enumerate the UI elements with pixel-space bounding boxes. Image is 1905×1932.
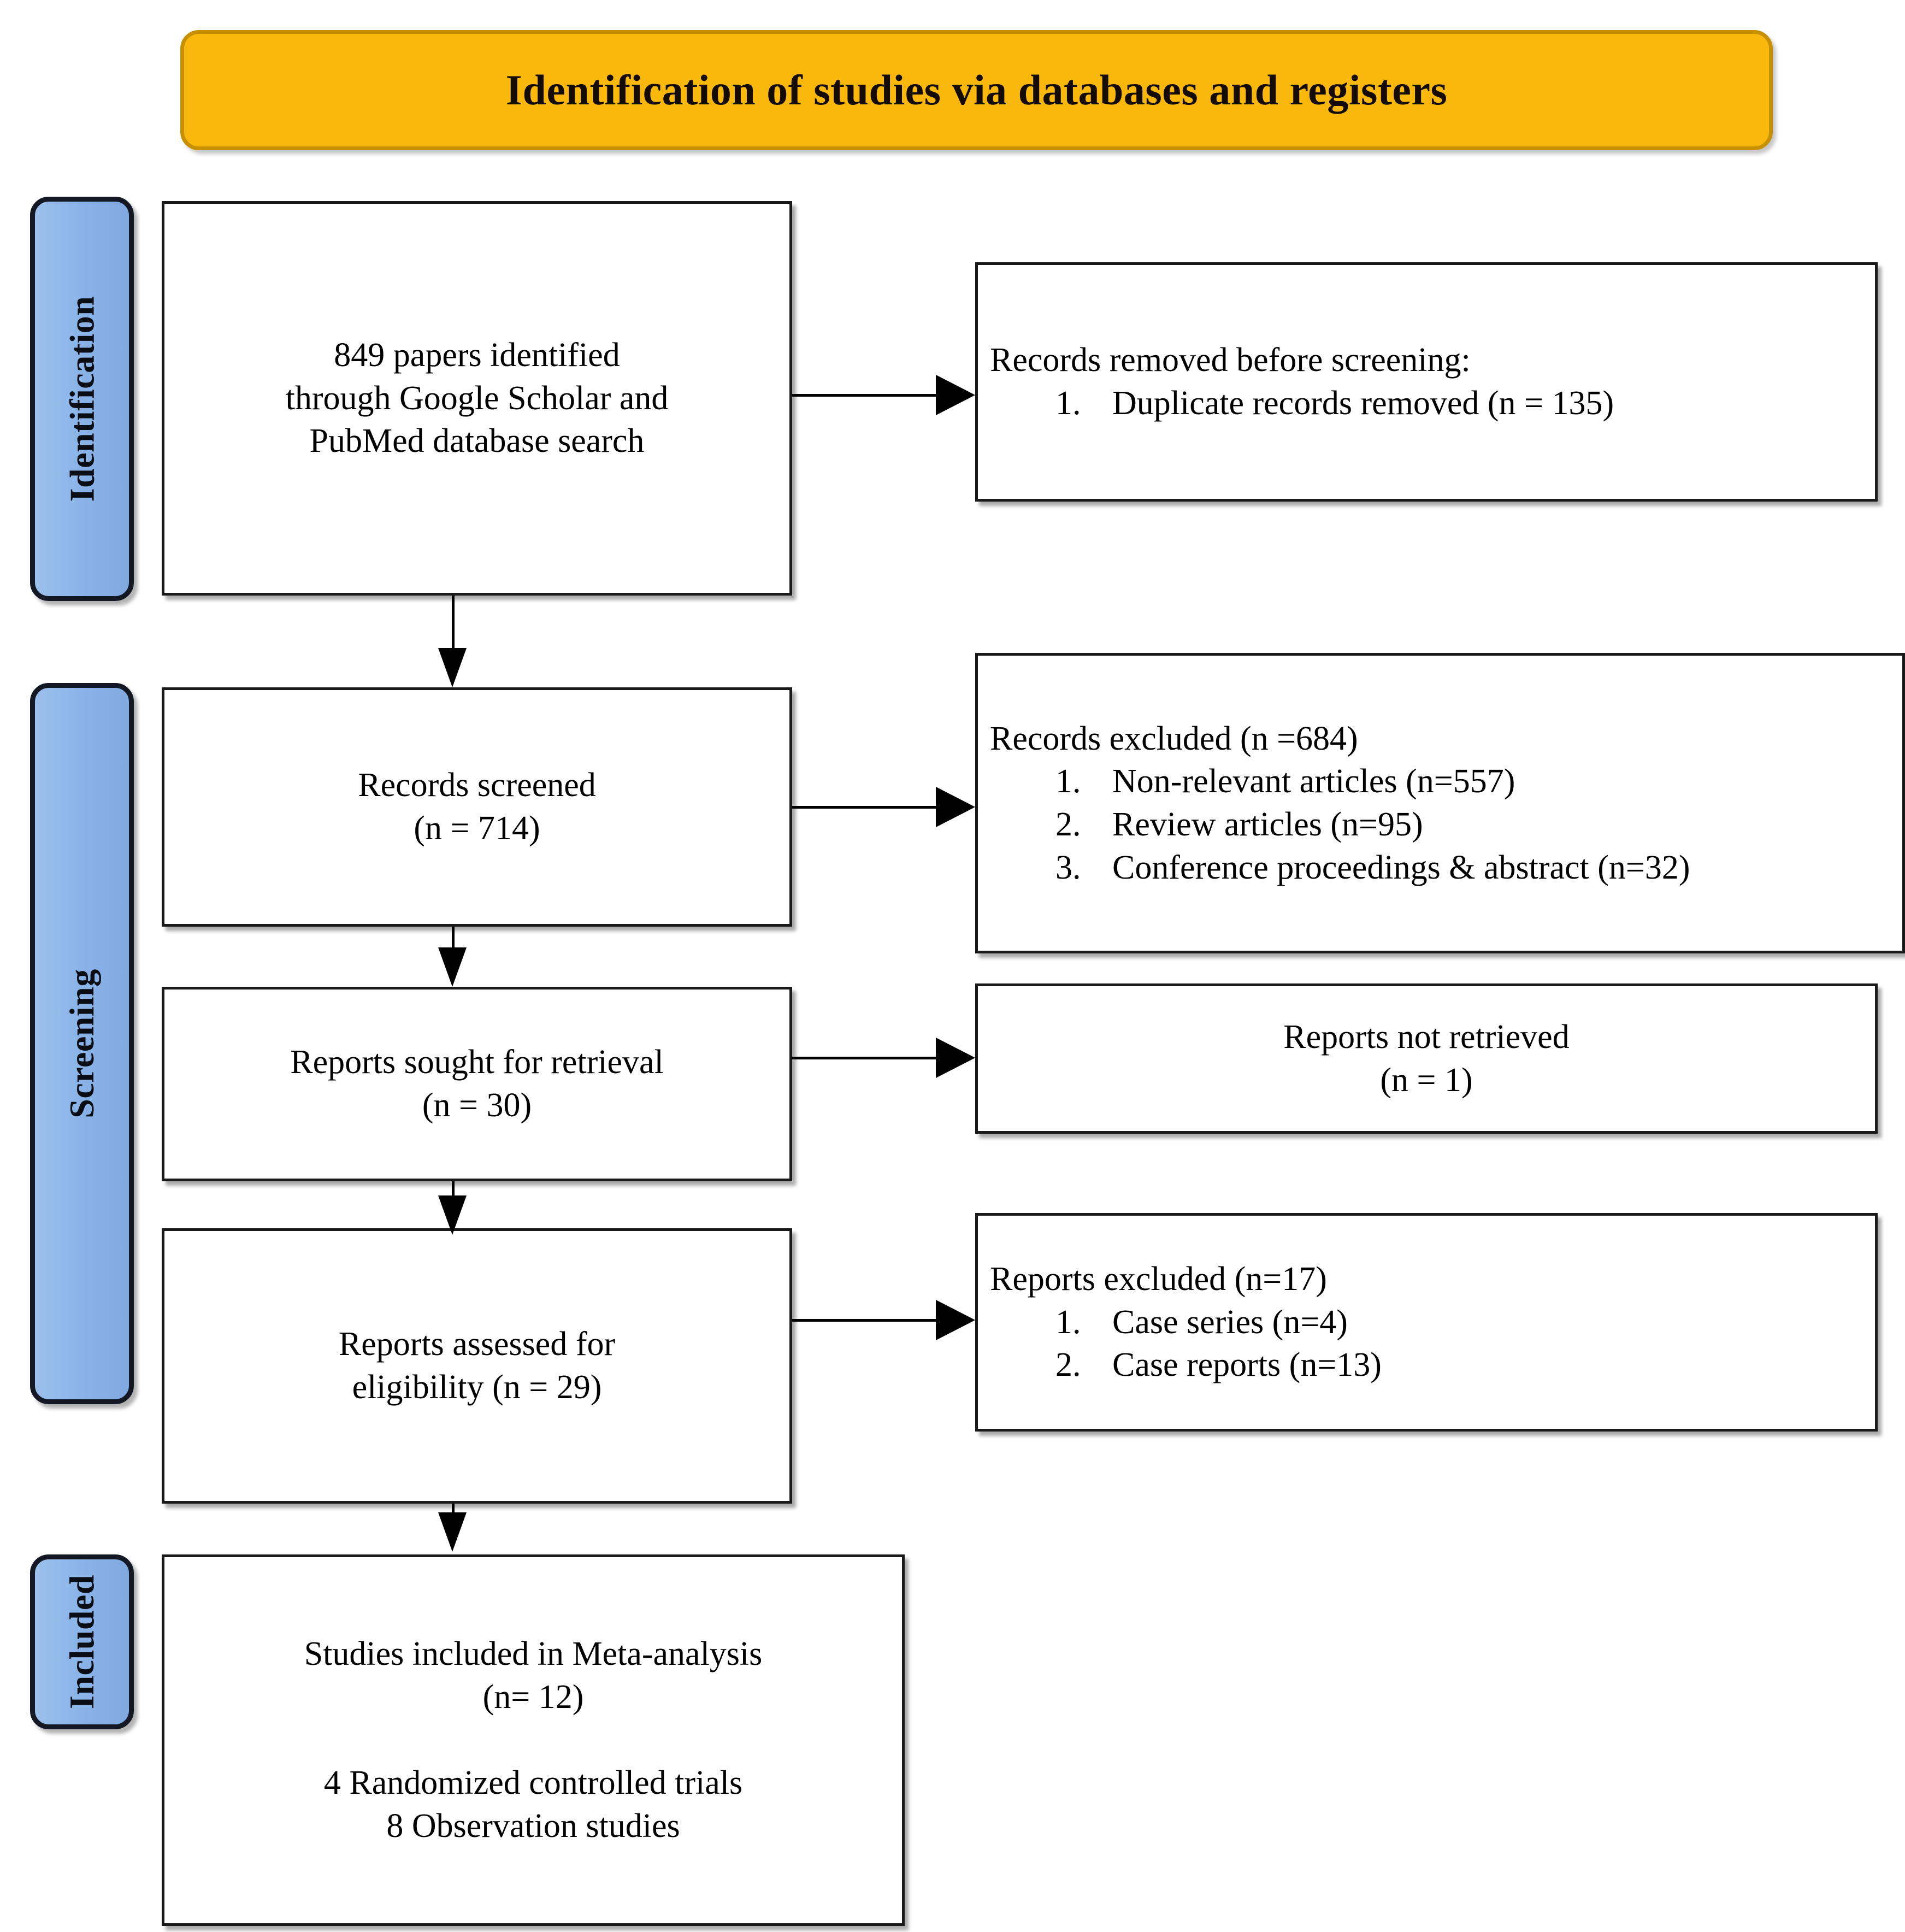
records-identified-line-3: PubMed database search <box>309 422 645 460</box>
studies-included-line-5: 8 Observation studies <box>386 1807 680 1845</box>
studies-included-spacer <box>176 1719 890 1762</box>
flow-box-records-screened: Records screened (n = 714) <box>162 687 792 927</box>
diagram-header-banner: Identification of studies via databases … <box>180 30 1773 150</box>
connector-line <box>452 1181 455 1209</box>
arrow-head-down-icon <box>438 648 467 687</box>
records-screened-line-1: Records screened <box>358 767 596 804</box>
studies-included-line-2: (n= 12) <box>482 1678 584 1716</box>
list-item-text: Duplicate records removed (n = 135) <box>1112 385 1614 422</box>
reports-excluded-heading: Reports excluded (n=17) <box>990 1260 1327 1298</box>
records-excluded-list: 1. Non-relevant articles (n=557) 2. Revi… <box>990 760 1890 889</box>
list-item-text: Conference proceedings & abstract (n=32) <box>1112 849 1690 886</box>
list-item-text: Case series (n=4) <box>1112 1303 1348 1341</box>
studies-included-line-4: 4 Randomized controlled trials <box>323 1764 743 1802</box>
flow-box-reports-assessed: Reports assessed for eligibility (n = 29… <box>162 1228 792 1504</box>
list-item: 2. Case reports (n=13) <box>1055 1344 1863 1387</box>
list-marker: 1. <box>1055 1303 1081 1341</box>
records-removed-heading: Records removed before screening: <box>990 341 1471 379</box>
stage-bar-identification: Identification <box>30 197 134 601</box>
reports-not-retrieved-line-1: Reports not retrieved <box>1283 1018 1570 1056</box>
flow-box-records-excluded: Records excluded (n =684) 1. Non-relevan… <box>975 653 1905 953</box>
records-identified-line-1: 849 papers identified <box>334 336 620 374</box>
reports-sought-line-2: (n = 30) <box>422 1087 532 1124</box>
connector-line <box>792 1319 939 1322</box>
list-item: 1. Duplicate records removed (n = 135) <box>1055 382 1863 425</box>
connector-line <box>792 806 939 809</box>
list-item-text: Case reports (n=13) <box>1112 1346 1382 1384</box>
arrow-head-right-icon <box>936 1300 975 1340</box>
reports-excluded-list: 1. Case series (n=4) 2. Case reports (n=… <box>990 1301 1863 1387</box>
arrow-head-down-icon <box>438 1195 467 1235</box>
arrow-head-right-icon <box>936 375 975 415</box>
reports-assessed-line-2: eligibility (n = 29) <box>352 1369 602 1406</box>
reports-sought-line-1: Reports sought for retrieval <box>290 1044 664 1081</box>
stage-bar-screening: Screening <box>30 683 134 1404</box>
flow-box-records-removed-before-screening: Records removed before screening: 1. Dup… <box>975 262 1878 502</box>
connector-line <box>452 596 455 650</box>
list-item-text: Non-relevant articles (n=557) <box>1112 763 1515 800</box>
reports-not-retrieved-line-2: (n = 1) <box>1380 1061 1473 1099</box>
stage-label-identification: Identification <box>62 296 101 502</box>
records-excluded-heading: Records excluded (n =684) <box>990 720 1358 757</box>
flow-box-records-identified: 849 papers identified through Google Sch… <box>162 201 792 596</box>
records-identified-line-2: through Google Scholar and <box>285 379 669 417</box>
stage-label-included: Included <box>62 1575 101 1709</box>
list-marker: 2. <box>1055 806 1081 843</box>
records-screened-line-2: (n = 714) <box>414 810 540 847</box>
flow-box-reports-sought: Reports sought for retrieval (n = 30) <box>162 987 792 1181</box>
page-title: Identification of studies via databases … <box>505 66 1448 114</box>
list-item: 1. Case series (n=4) <box>1055 1301 1863 1344</box>
records-removed-list: 1. Duplicate records removed (n = 135) <box>990 382 1863 425</box>
list-marker: 1. <box>1055 385 1081 422</box>
flow-box-studies-included: Studies included in Meta-analysis (n= 12… <box>162 1554 905 1926</box>
studies-included-line-1: Studies included in Meta-analysis <box>304 1635 763 1673</box>
arrow-head-down-icon <box>438 947 467 987</box>
list-marker: 1. <box>1055 763 1081 800</box>
arrow-head-down-icon <box>438 1512 467 1552</box>
stage-label-screening: Screening <box>62 969 101 1118</box>
list-item: 1. Non-relevant articles (n=557) <box>1055 760 1890 803</box>
list-item: 2. Review articles (n=95) <box>1055 803 1890 846</box>
list-marker: 3. <box>1055 849 1081 886</box>
flow-box-reports-not-retrieved: Reports not retrieved (n = 1) <box>975 983 1878 1134</box>
arrow-head-right-icon <box>936 1038 975 1078</box>
list-marker: 2. <box>1055 1346 1081 1384</box>
stage-bar-included: Included <box>30 1554 134 1729</box>
connector-line <box>452 1504 455 1520</box>
flow-box-reports-excluded: Reports excluded (n=17) 1. Case series (… <box>975 1213 1878 1432</box>
arrow-head-right-icon <box>936 787 975 827</box>
list-item: 3. Conference proceedings & abstract (n=… <box>1055 846 1890 890</box>
reports-assessed-line-1: Reports assessed for <box>338 1326 616 1363</box>
connector-line <box>452 927 455 950</box>
list-item-text: Review articles (n=95) <box>1112 806 1423 843</box>
connector-line <box>792 394 939 397</box>
connector-line <box>792 1057 939 1059</box>
